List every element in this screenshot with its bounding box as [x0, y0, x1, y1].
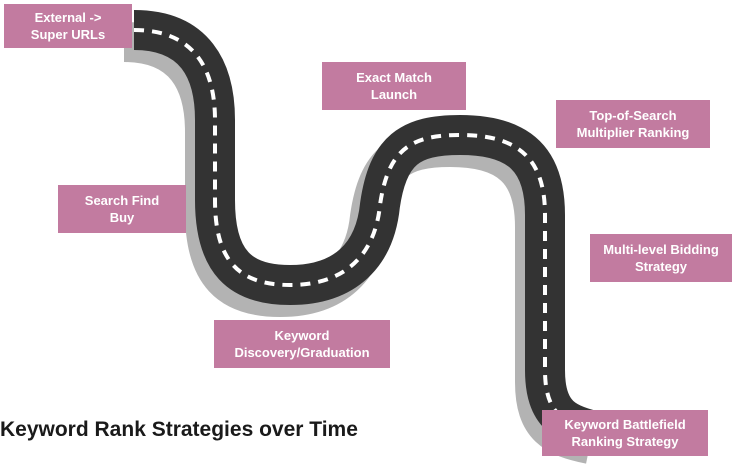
lane-marking — [133, 28, 601, 434]
stage-label-search-find-buy: Search Find Buy — [58, 185, 186, 233]
diagram-title: Keyword Rank Strategies over Time — [0, 418, 358, 441]
stage-label-external: External -> Super URLs — [4, 4, 132, 48]
stage-label-exact-match: Exact Match Launch — [322, 62, 466, 110]
stage-label-keyword-discovery: Keyword Discovery/Graduation — [214, 320, 390, 368]
stage-label-keyword-battlefield: Keyword Battlefield Ranking Strategy — [542, 410, 708, 456]
stage-label-top-of-search: Top-of-Search Multiplier Ranking — [556, 100, 710, 148]
stage-label-multi-level-bidding: Multi-level Bidding Strategy — [590, 234, 732, 282]
